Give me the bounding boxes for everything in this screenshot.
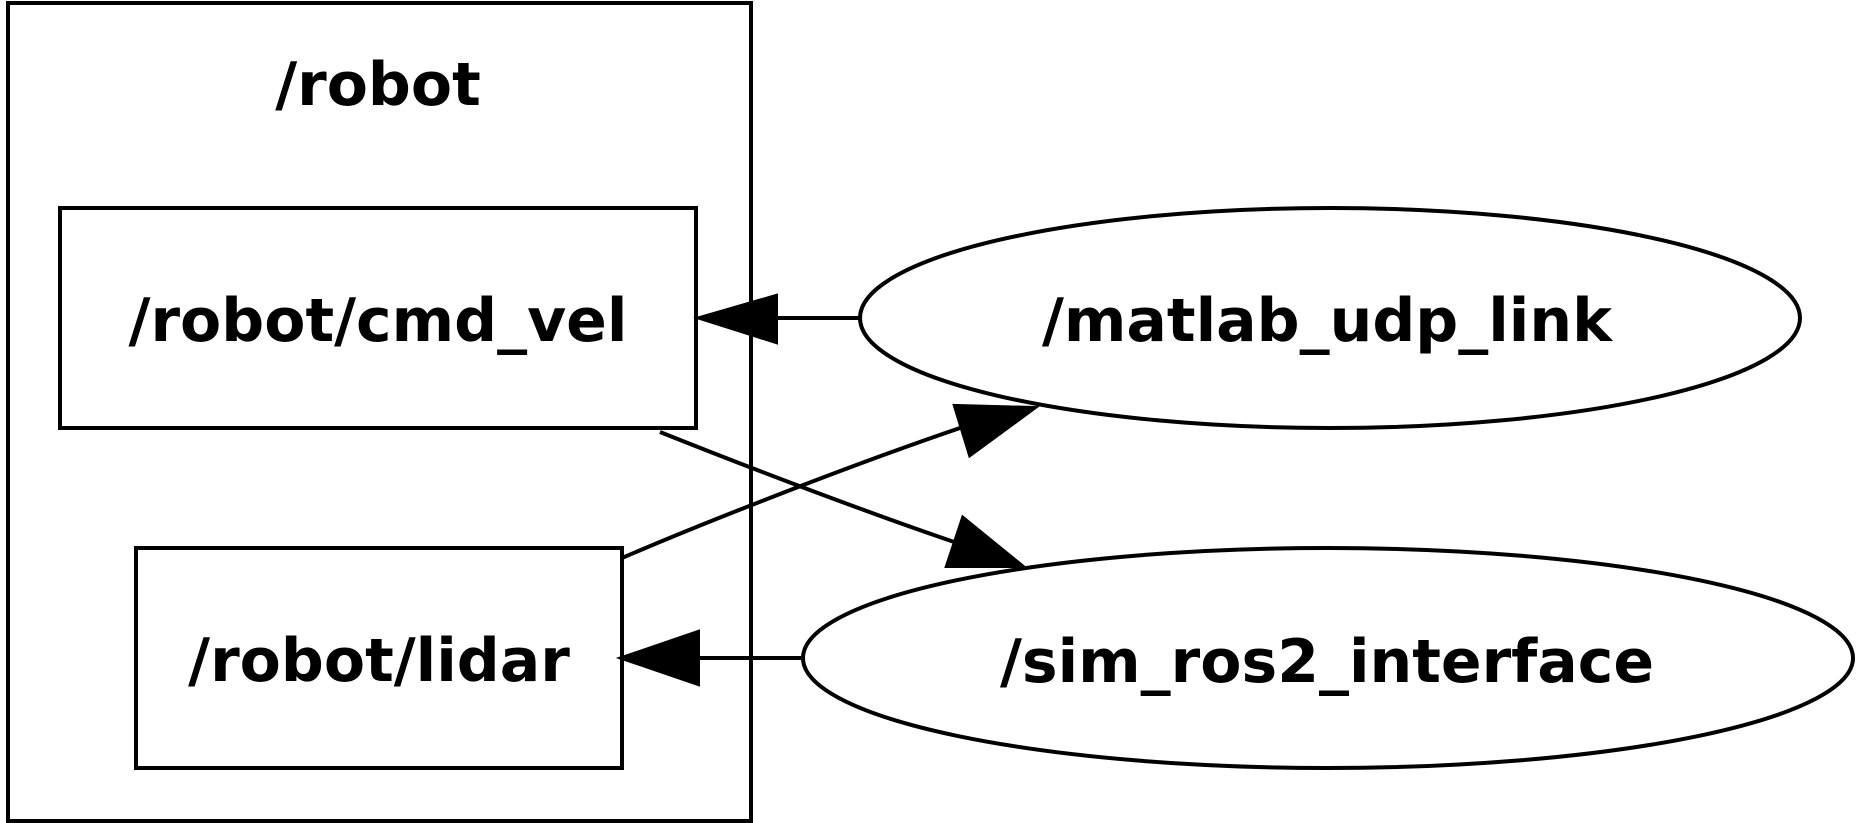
node-matlab-udp-link[interactable]: /matlab_udp_link <box>858 206 1802 430</box>
edge-sim-to-lidar <box>615 629 804 687</box>
topic-cmd-vel-label: /robot/cmd_vel <box>129 286 628 356</box>
edge-matlab-to-cmd-vel-arrowhead <box>693 293 778 345</box>
node-matlab-udp-link-label: /matlab_udp_link <box>1042 286 1614 356</box>
edge-sim-to-lidar-arrowhead <box>615 629 700 687</box>
robot-cluster-label: /robot <box>275 50 481 120</box>
topic-cmd-vel[interactable]: /robot/cmd_vel <box>58 206 698 430</box>
edge-lidar-to-matlab-line <box>621 426 961 560</box>
topic-lidar-label: /robot/lidar <box>188 626 570 696</box>
edge-cmd-vel-to-sim-line <box>659 430 961 546</box>
edge-cmd-vel-to-sim <box>659 430 1028 568</box>
topic-lidar-box <box>134 546 624 770</box>
node-sim-ros2-interface[interactable]: /sim_ros2_interface <box>801 546 1855 770</box>
edge-lidar-to-matlab <box>621 403 1040 560</box>
topic-cmd-vel-box <box>58 206 698 430</box>
edge-cmd-vel-to-sim-arrowhead <box>944 514 1028 568</box>
topic-lidar[interactable]: /robot/lidar <box>134 546 624 770</box>
node-sim-ros2-interface-label: /sim_ros2_interface <box>1000 627 1654 697</box>
edge-lidar-to-matlab-arrowhead <box>952 403 1040 459</box>
edge-matlab-to-cmd-vel <box>693 293 860 345</box>
